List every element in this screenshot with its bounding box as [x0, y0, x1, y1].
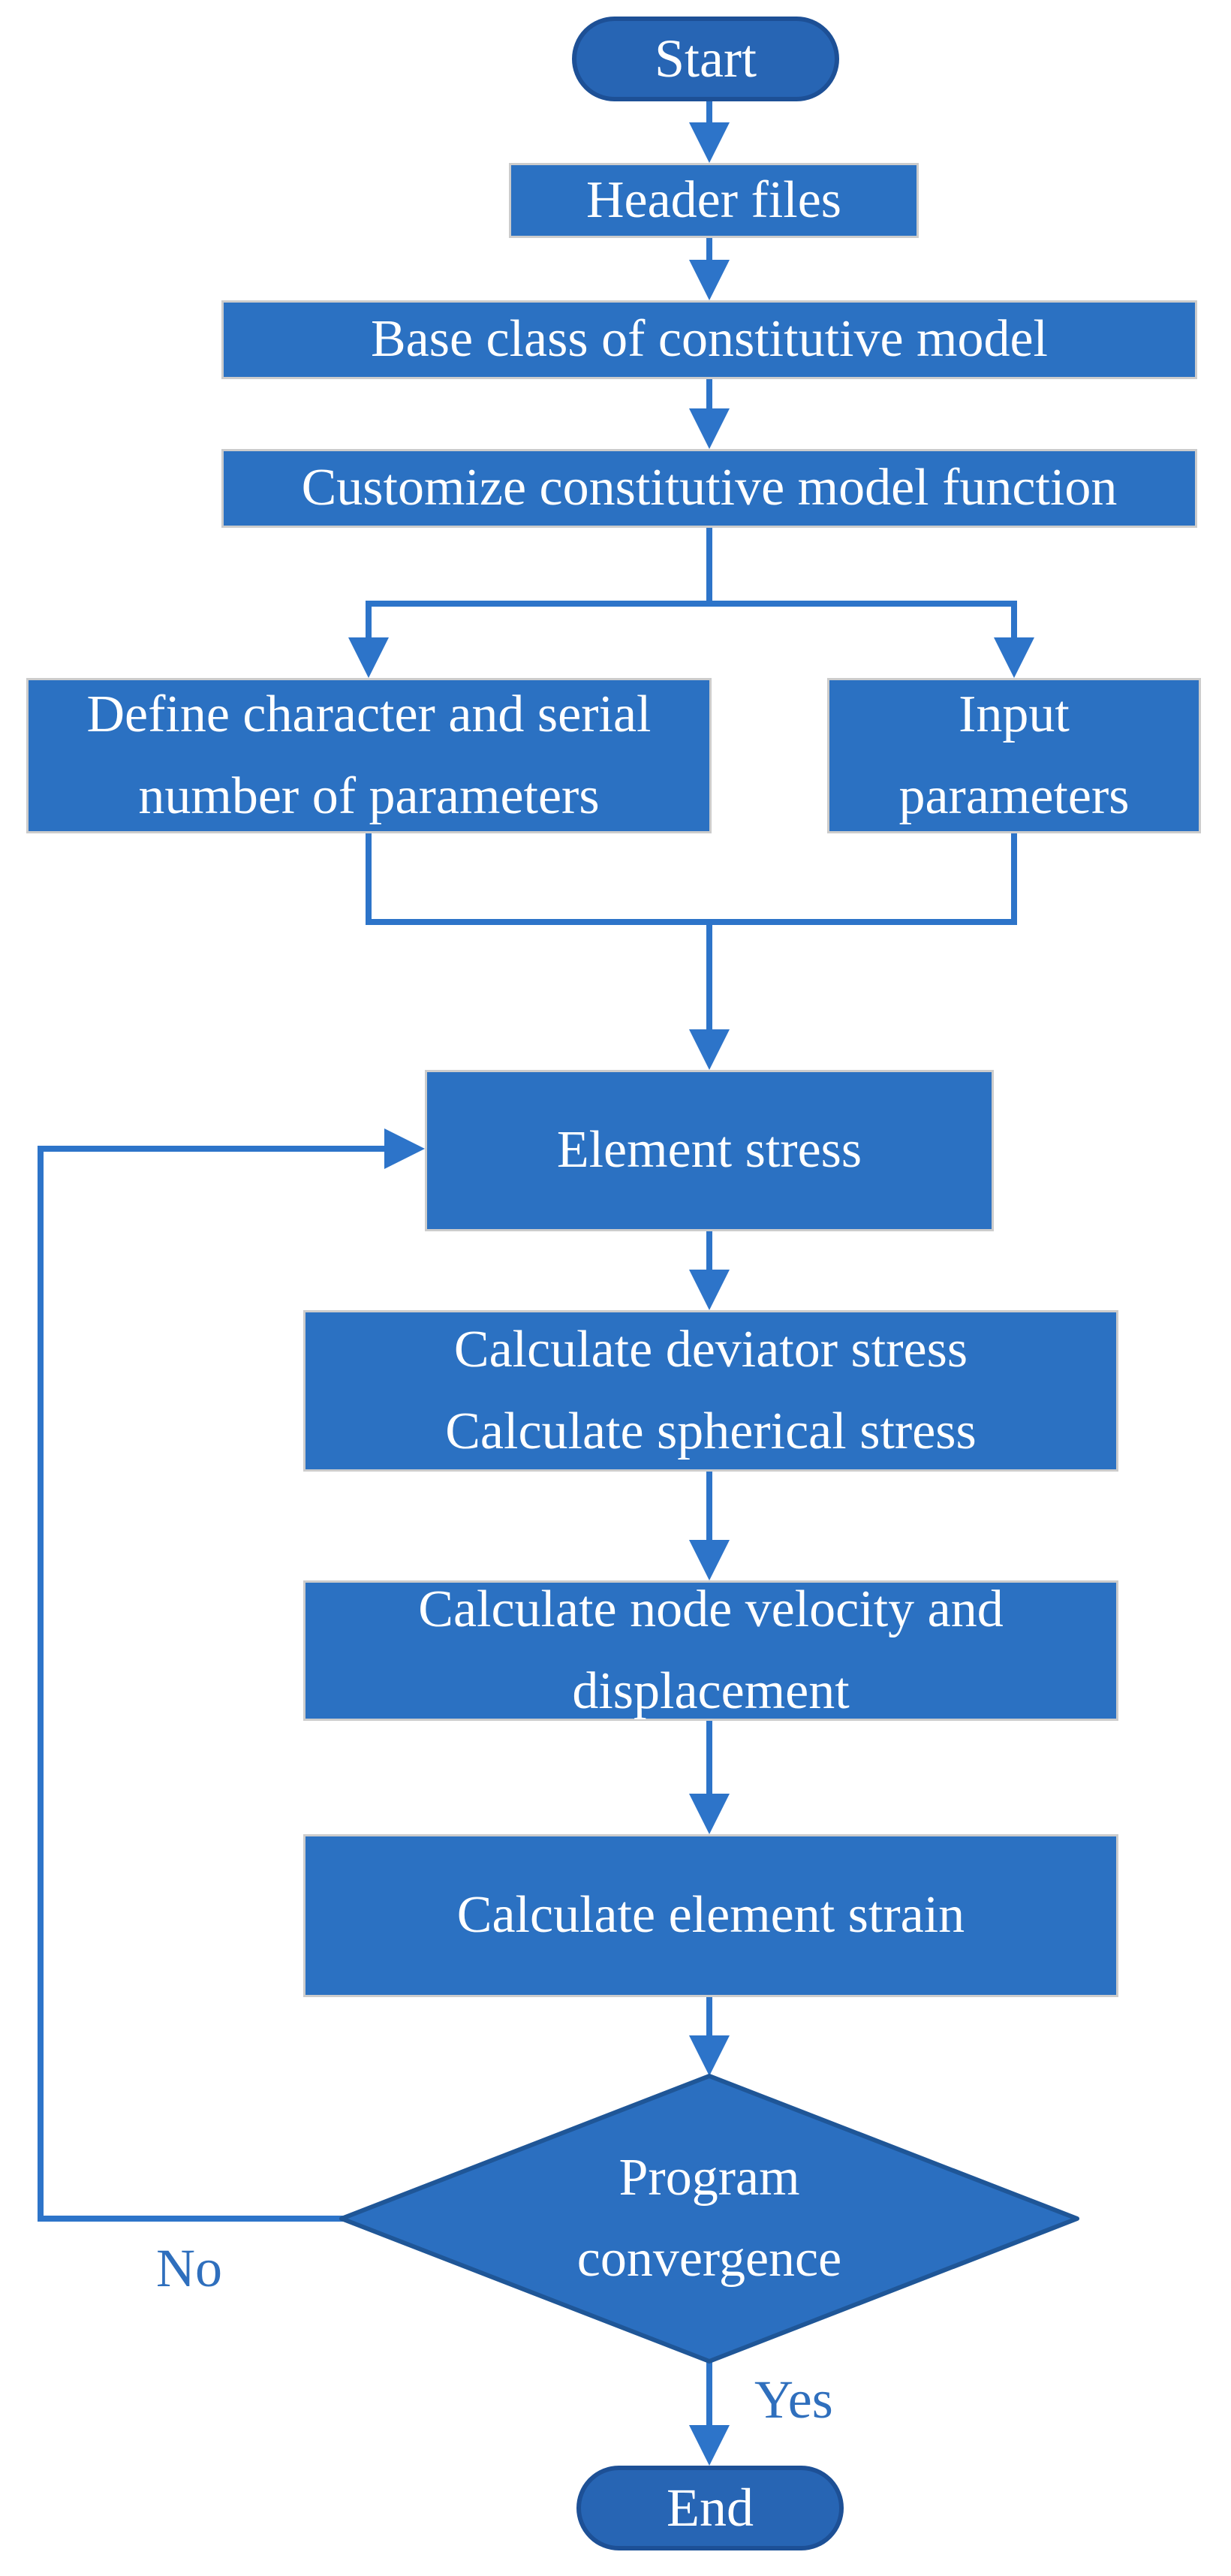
connector-segment	[366, 601, 1017, 607]
connector-segment	[706, 101, 712, 125]
node-end: End	[576, 2466, 844, 2550]
node-label: Program convergence	[576, 2148, 842, 2288]
node-label: Input parameters	[898, 685, 1130, 825]
connector-segment	[366, 833, 372, 925]
connector-segment	[706, 1231, 712, 1273]
connector-segment	[706, 1721, 712, 1797]
node-label: Element stress	[556, 1121, 862, 1180]
node-label: Calculate deviator stress Calculate sphe…	[445, 1321, 977, 1460]
arrow-down-icon	[689, 1540, 730, 1580]
edge-label-no: No	[156, 2238, 222, 2298]
arrow-down-icon	[689, 2035, 730, 2076]
arrow-down-icon	[689, 2425, 730, 2466]
connector-segment	[366, 601, 372, 640]
connector-segment	[706, 919, 712, 1031]
node-element-stress: Element stress	[425, 1070, 994, 1231]
node-calculate-strain: Calculate element strain	[303, 1834, 1118, 1997]
node-label: Calculate node velocity and displacement	[418, 1580, 1004, 1720]
node-label: Calculate element strain	[456, 1886, 965, 1945]
node-label: End	[667, 2478, 754, 2538]
node-label: Base class of constitutive model	[370, 310, 1049, 369]
node-calculate-velocity: Calculate node velocity and displacement	[303, 1580, 1118, 1721]
arrow-down-icon	[689, 1270, 730, 1310]
node-label: Customize constitutive model function	[301, 459, 1118, 517]
decision-diamond-shape	[339, 2074, 1079, 2364]
connector-segment	[706, 528, 712, 607]
node-label: Define character and serial number of pa…	[86, 685, 652, 825]
connector-segment	[706, 1472, 712, 1543]
arrow-right-icon	[384, 1128, 425, 1169]
node-input-parameters: Input parameters	[827, 678, 1201, 833]
connector-segment	[1011, 601, 1017, 640]
connector-segment	[38, 2216, 346, 2222]
arrow-down-icon	[689, 1794, 730, 1834]
arrow-down-icon	[689, 122, 730, 163]
node-calculate-stress: Calculate deviator stress Calculate sphe…	[303, 1310, 1118, 1472]
connector-segment	[706, 1997, 712, 2038]
node-label: Start	[655, 29, 757, 89]
arrow-down-icon	[689, 260, 730, 300]
connector-segment	[366, 919, 1017, 925]
node-program-convergence: Program convergence	[447, 2125, 972, 2312]
connector-segment	[1011, 833, 1017, 925]
connector-segment	[706, 2361, 712, 2428]
arrow-down-icon	[689, 1029, 730, 1070]
edge-label-yes: Yes	[754, 2370, 833, 2430]
connector-segment	[706, 379, 712, 413]
node-base-class: Base class of constitutive model	[221, 300, 1197, 379]
connector-segment	[38, 1146, 386, 1152]
node-header-files: Header files	[509, 163, 919, 238]
node-define-parameters: Define character and serial number of pa…	[26, 678, 712, 833]
node-customize-function: Customize constitutive model function	[221, 449, 1197, 528]
node-label: Header files	[585, 170, 842, 229]
connector-segment	[706, 238, 712, 267]
node-start: Start	[572, 17, 839, 101]
arrow-down-icon	[994, 637, 1034, 678]
connector-segment	[38, 1146, 44, 2222]
arrow-down-icon	[689, 408, 730, 449]
arrow-down-icon	[348, 637, 389, 678]
